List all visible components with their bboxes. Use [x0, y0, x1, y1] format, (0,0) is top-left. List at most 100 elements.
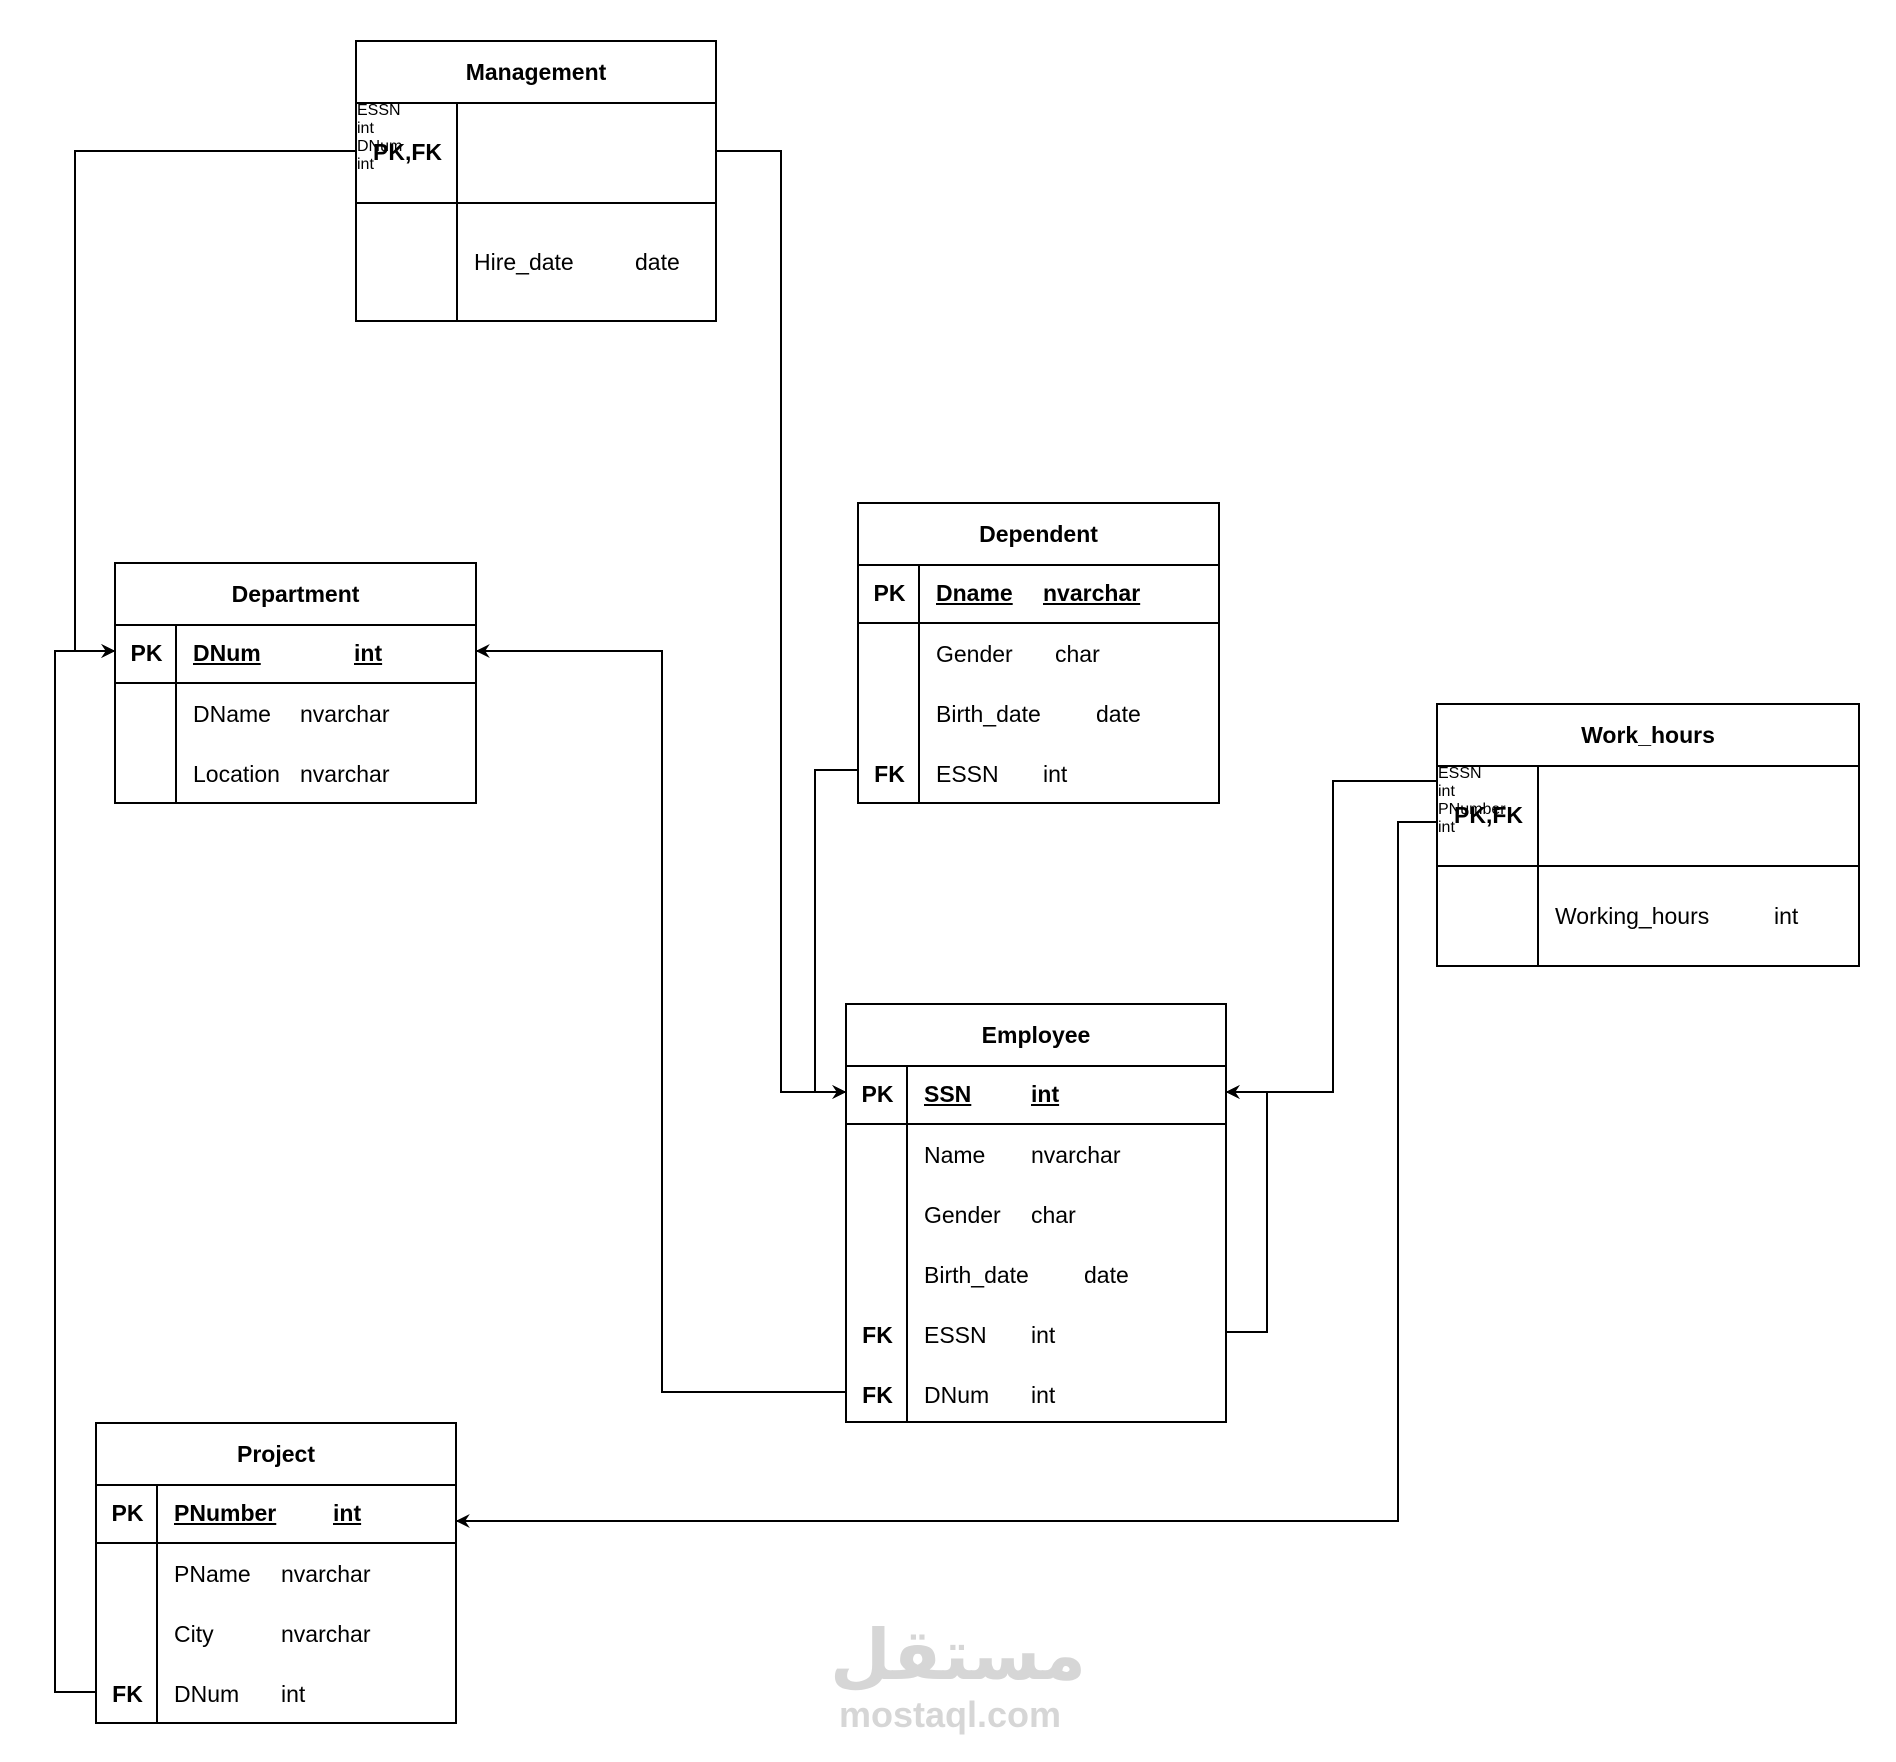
- field-name: DNum: [357, 138, 403, 155]
- watermark-logo-latin: mostaql.com: [838, 1694, 1062, 1735]
- field-type: nvarchar: [1043, 579, 1141, 606]
- field-type: int: [1438, 819, 1455, 836]
- field-type: char: [1055, 640, 1100, 667]
- field-name: Name: [924, 1141, 986, 1168]
- table-title: Project: [97, 1424, 455, 1486]
- table-row: PK SSN int: [847, 1065, 1225, 1123]
- table-title: Management: [357, 42, 715, 104]
- pk-section: PK Dname nvarchar: [859, 564, 1218, 624]
- table-row: FK DNum int: [97, 1664, 455, 1724]
- field-type: date: [1084, 1261, 1129, 1288]
- field-type: int: [1031, 1381, 1056, 1408]
- dependent-table[interactable]: Dependent PK Dname nvarchar Gender char …: [857, 502, 1220, 804]
- field-name: DNum: [174, 1680, 240, 1707]
- field-type: char: [1031, 1201, 1076, 1228]
- attribute-section: Name nvarchar Gender char Birth_date dat…: [847, 1125, 1225, 1421]
- field-type: int: [357, 120, 374, 137]
- employee-self-reference-line: [1225, 1085, 1268, 1333]
- field-type: int: [1774, 902, 1799, 929]
- table-row: Gender char: [847, 1185, 1225, 1245]
- field-name: ESSN: [1438, 765, 1482, 782]
- field-name: DName: [193, 700, 271, 727]
- key-label: [847, 1245, 908, 1305]
- table-row: Gender char: [859, 624, 1218, 684]
- table-row: FK DNum int: [847, 1365, 1225, 1425]
- table-row: PK DNum int: [116, 624, 475, 682]
- table-row: PName nvarchar: [97, 1544, 455, 1604]
- pk-section: PK,FK ESSN int DNum int: [357, 102, 715, 204]
- employee-table[interactable]: Employee PK SSN int Name nvarchar Gender…: [845, 1003, 1227, 1423]
- attribute-section: Gender char Birth_date date FK ESSN int: [859, 624, 1218, 802]
- key-label: [116, 684, 177, 744]
- management-table[interactable]: Management PK,FK ESSN int DNum int Hire_…: [355, 40, 717, 322]
- field-type: int: [1043, 760, 1068, 787]
- pk-section: PK DNum int: [116, 624, 475, 684]
- field-type: int: [1031, 1080, 1060, 1107]
- field-name: Birth_date: [936, 700, 1041, 727]
- field-type: date: [635, 248, 680, 275]
- field-type: int: [1031, 1321, 1056, 1348]
- field-type: int: [357, 156, 374, 173]
- key-label: FK: [112, 1680, 143, 1707]
- pk-section: PK SSN int: [847, 1065, 1225, 1125]
- field-name: SSN: [924, 1080, 972, 1107]
- field-type: int: [1438, 783, 1455, 800]
- field-name: Location: [193, 760, 280, 787]
- field-name: PName: [174, 1560, 251, 1587]
- dependent-to-employee-line: [814, 769, 857, 1099]
- key-label: PK: [873, 579, 906, 606]
- field-name: PNumber: [1438, 801, 1506, 818]
- field-name: ESSN: [924, 1321, 987, 1348]
- table-row: City nvarchar: [97, 1604, 455, 1664]
- key-label: PK: [130, 639, 163, 666]
- field-type: nvarchar: [300, 700, 390, 727]
- field-type: nvarchar: [281, 1560, 371, 1587]
- work-hours-table[interactable]: Work_hours PK,FK ESSN int PNumber int Wo…: [1436, 703, 1860, 967]
- key-label: [847, 1125, 908, 1185]
- table-row: PK PNumber int: [97, 1484, 455, 1542]
- table-row: Name nvarchar: [847, 1125, 1225, 1185]
- key-label: PK,FK: [1454, 801, 1523, 828]
- table-row: FK ESSN int: [847, 1305, 1225, 1365]
- project-table[interactable]: Project PK PNumber int PName nvarchar Ci…: [95, 1422, 457, 1724]
- key-label: PK,FK: [373, 138, 442, 165]
- table-row: Location nvarchar: [116, 744, 475, 804]
- attribute-section: Working_hours int: [1438, 867, 1858, 965]
- field-name: Birth_date: [924, 1261, 1029, 1288]
- field-name: ESSN: [936, 760, 999, 787]
- key-label: FK: [874, 760, 905, 787]
- key-label: PK: [111, 1499, 144, 1526]
- table-title: Dependent: [859, 504, 1218, 566]
- key-label: [97, 1544, 158, 1604]
- field-type: nvarchar: [300, 760, 390, 787]
- management-to-employee-line: [717, 150, 847, 1099]
- table-title: Department: [116, 564, 475, 626]
- table-row: Hire_date date: [357, 232, 715, 292]
- key-label: FK: [862, 1381, 893, 1408]
- table-row: PK Dname nvarchar: [859, 564, 1218, 622]
- key-label: [859, 624, 920, 684]
- field-name: PNumber: [174, 1499, 277, 1526]
- employee-to-department-line: [475, 644, 845, 1393]
- key-label: [97, 1604, 158, 1664]
- field-name: DNum: [193, 639, 261, 666]
- field-name: Dname: [936, 579, 1013, 606]
- field-type: int: [333, 1499, 362, 1526]
- attribute-section: DName nvarchar Location nvarchar: [116, 684, 475, 802]
- key-label: PK: [861, 1080, 894, 1107]
- workhours-pnumber-to-project-line: [455, 821, 1436, 1528]
- pk-section: PK PNumber int: [97, 1484, 455, 1544]
- field-name: Gender: [924, 1201, 1001, 1228]
- field-type: nvarchar: [281, 1620, 371, 1647]
- key-label: [847, 1185, 908, 1245]
- field-name: Gender: [936, 640, 1013, 667]
- table-row: FK ESSN int: [859, 744, 1218, 804]
- table-row: Birth_date date: [847, 1245, 1225, 1305]
- table-title: Employee: [847, 1005, 1225, 1067]
- department-table[interactable]: Department PK DNum int DName nvarchar Lo…: [114, 562, 477, 804]
- table-title: Work_hours: [1438, 705, 1858, 767]
- attribute-section: PName nvarchar City nvarchar FK DNum int: [97, 1544, 455, 1722]
- table-row: Working_hours int: [1438, 886, 1858, 946]
- field-name: Working_hours: [1555, 902, 1710, 929]
